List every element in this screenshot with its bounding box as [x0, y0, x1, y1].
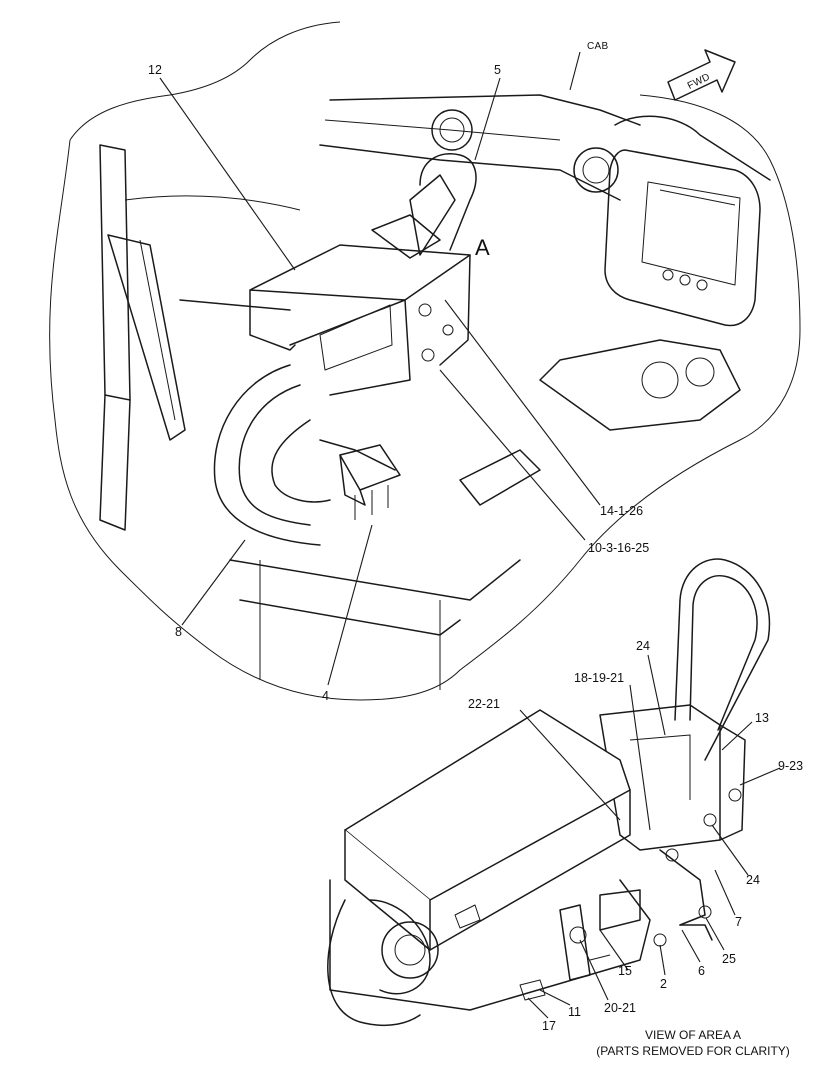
leader-lines	[159, 51, 781, 1019]
label-2: 2	[660, 977, 667, 991]
label-25: 25	[722, 952, 736, 966]
callout-labels: CAB 12 5 A 14-1-26 10-3-16-25 8 4 24 18-…	[148, 41, 803, 1033]
caption-line-1: VIEW OF AREA A	[645, 1028, 741, 1042]
label-15: 15	[618, 964, 632, 978]
label-11: 11	[568, 1005, 581, 1019]
label-9-23: 9-23	[778, 759, 803, 773]
label-12: 12	[148, 63, 162, 77]
label-10-3-16-25: 10-3-16-25	[588, 541, 649, 555]
label-6: 6	[698, 964, 705, 978]
label-24-top: 24	[636, 639, 650, 653]
area-a-detail-illustration	[327, 558, 771, 1027]
view-caption: VIEW OF AREA A (PARTS REMOVED FOR CLARIT…	[596, 1028, 790, 1058]
label-area-a-marker: A	[475, 235, 490, 260]
label-5: 5	[494, 63, 501, 77]
label-cab: CAB	[587, 41, 608, 52]
label-18-19-21: 18-19-21	[574, 671, 624, 685]
label-24-right: 24	[746, 873, 760, 887]
label-22-21: 22-21	[468, 697, 500, 711]
label-17: 17	[542, 1019, 556, 1033]
label-20-21: 20-21	[604, 1001, 636, 1015]
caption-line-2: (PARTS REMOVED FOR CLARITY)	[596, 1044, 790, 1058]
label-14-1-26: 14-1-26	[600, 504, 643, 518]
main-assembly-illustration	[49, 21, 801, 701]
label-7: 7	[735, 915, 742, 929]
label-13: 13	[755, 711, 769, 725]
label-8: 8	[175, 625, 182, 639]
label-4: 4	[322, 689, 329, 703]
forward-arrow-icon: FWD	[667, 49, 736, 101]
